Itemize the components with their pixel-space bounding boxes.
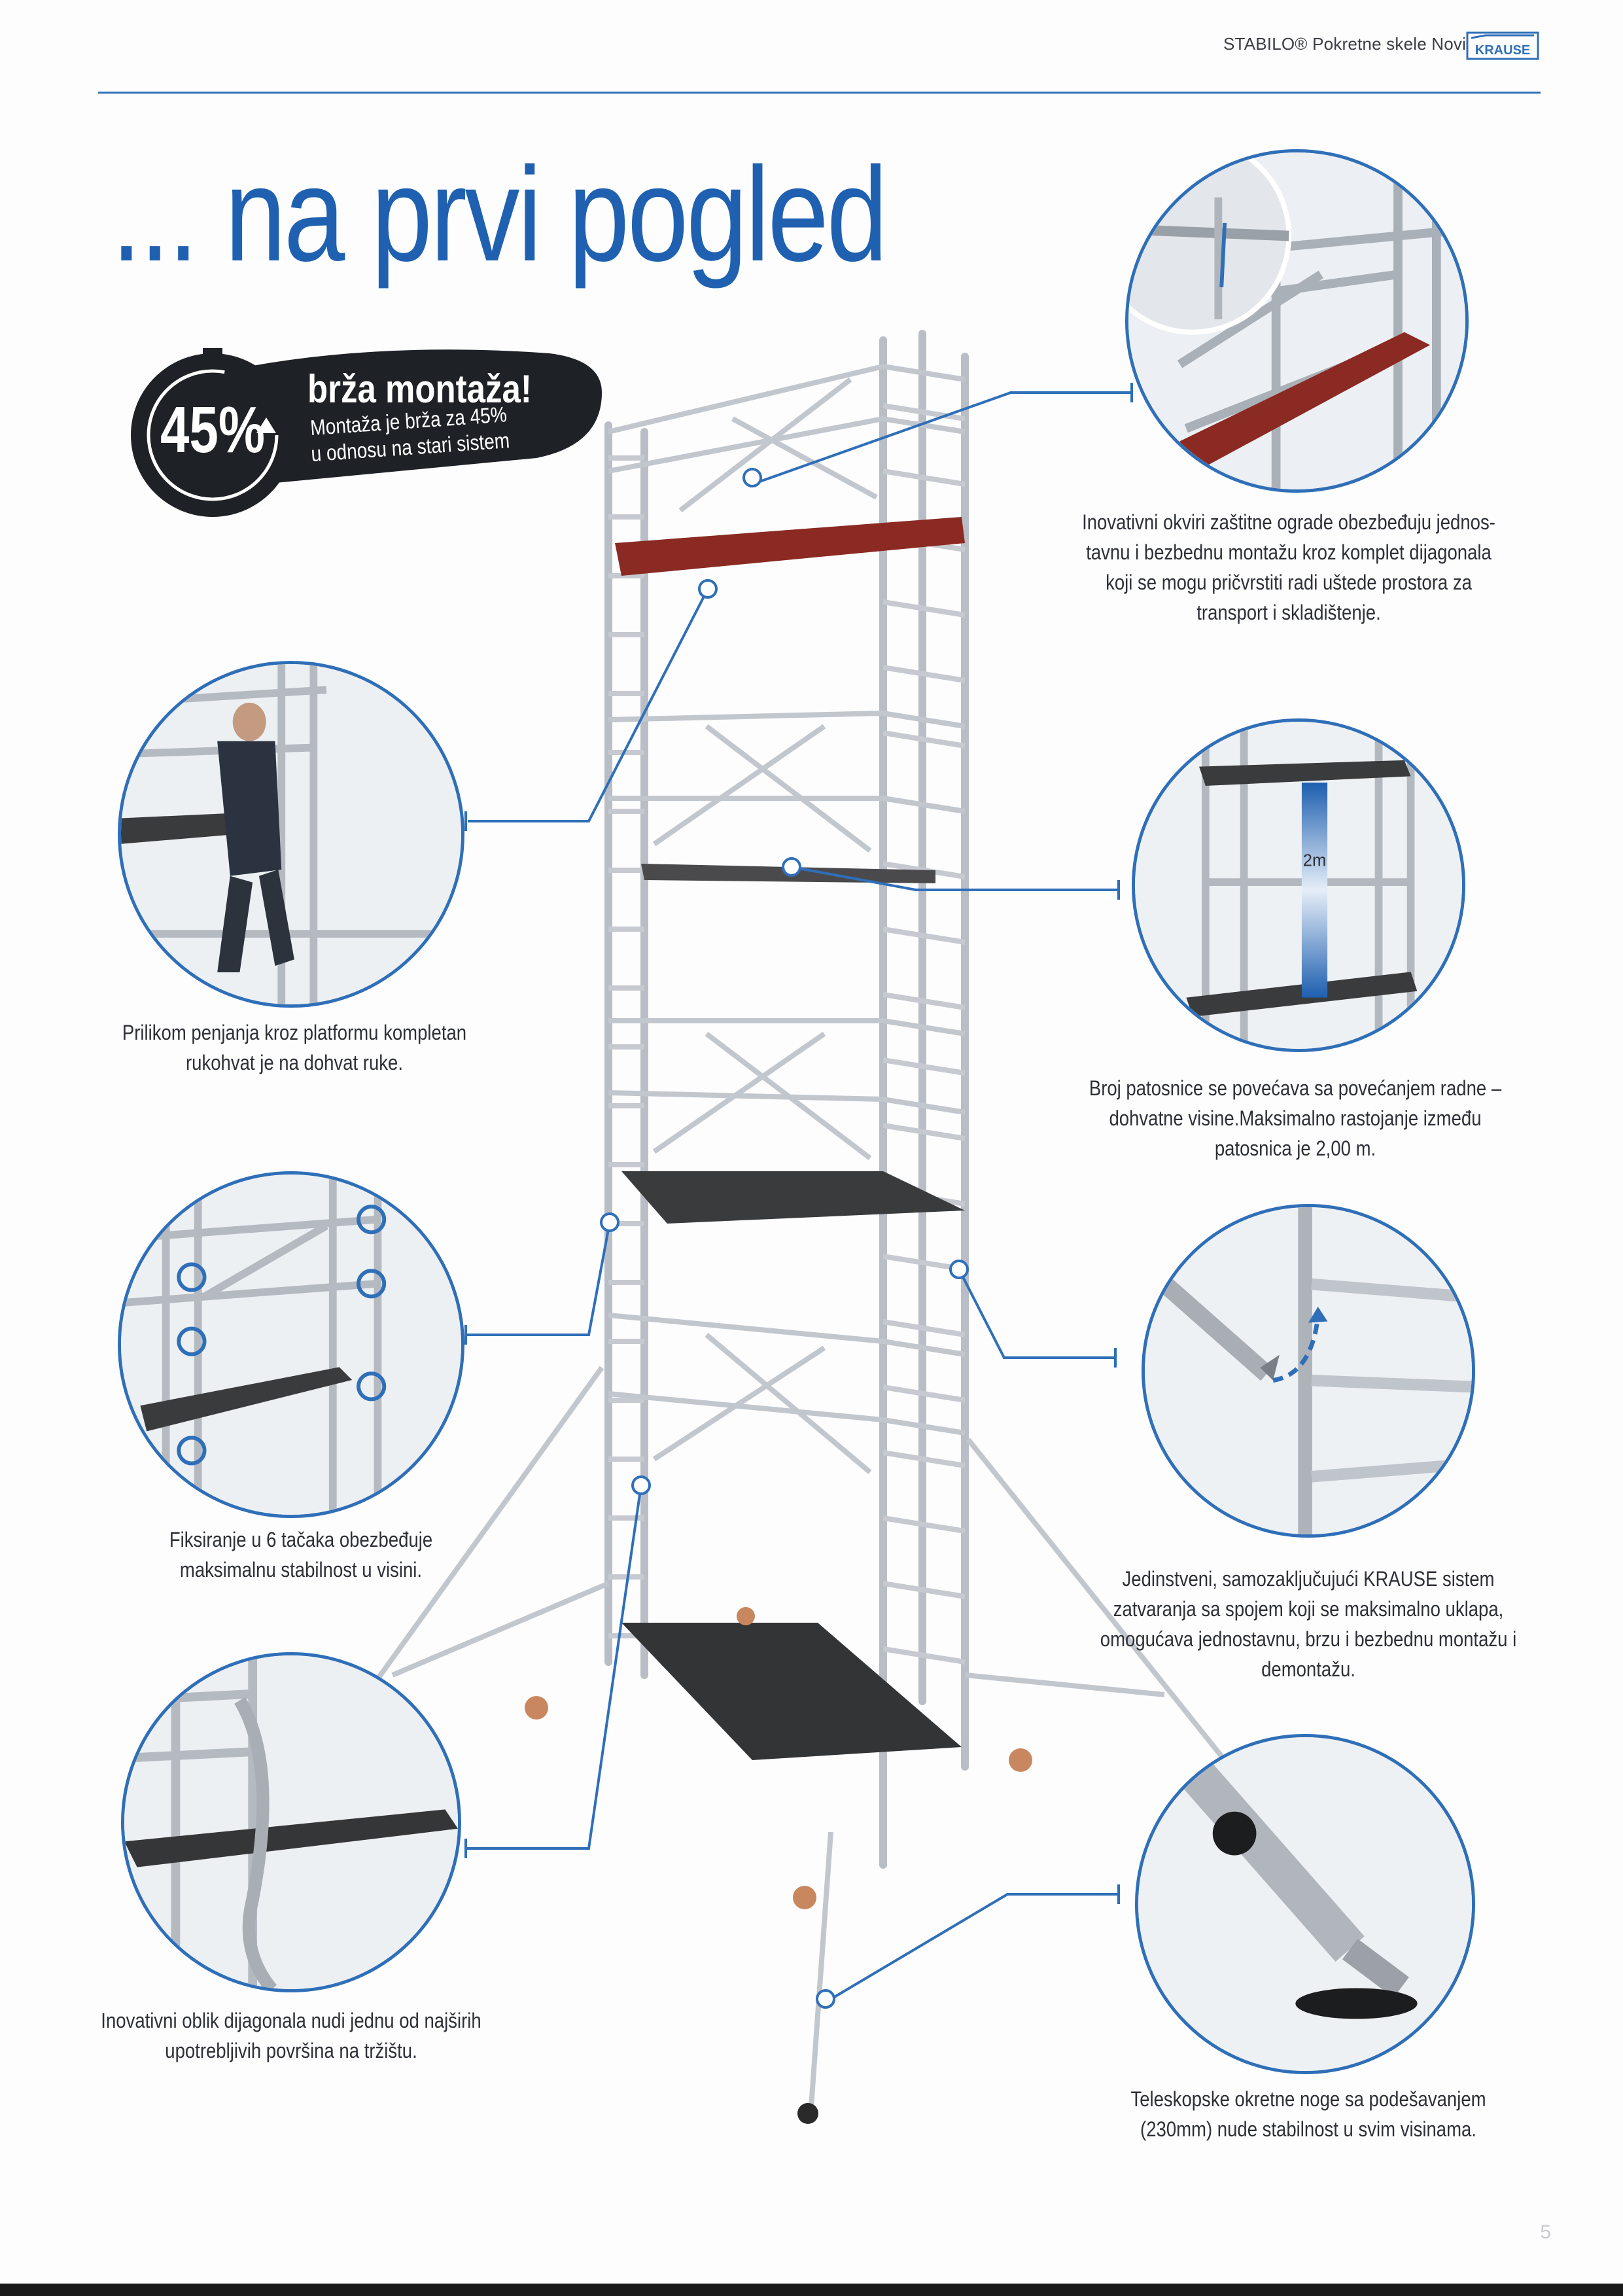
handrail-caption: Prilikom penjanja kroz platformu komplet…: [122, 1021, 467, 1074]
promo-headline: brža montaža!: [307, 367, 532, 411]
header-divider: [98, 92, 1541, 94]
scan-edge: [0, 2284, 1623, 2296]
spacing-label: 2m: [1303, 852, 1326, 870]
platform-spacing-caption: Broj patosnice se povećava sa povećanjem…: [1089, 1076, 1502, 1160]
six-points-caption: Fiksiranje u 6 tačaka obezbeđuje maksima…: [169, 1528, 433, 1581]
diagonals-caption: Inovativni oblik dijagonala nudi jednu o…: [101, 2009, 481, 2062]
platform-spacing-photo: 2m: [1132, 718, 1465, 1052]
telescopic-legs-photo: [1135, 1734, 1475, 2074]
six-points-photo: [118, 1171, 464, 1518]
guardrail-frames-photo: [1125, 149, 1469, 493]
telescopic-legs-caption: Teleskopske okretne noge sa podešavanjem…: [1130, 2087, 1486, 2141]
logo-text: KRAUSE: [1475, 43, 1530, 58]
self-locking-photo: [1142, 1204, 1475, 1538]
handrail-photo: [118, 661, 464, 1008]
page-number: 5: [1540, 2221, 1551, 2243]
promo-badge: [131, 348, 602, 517]
diagonals-photo: [121, 1652, 461, 1992]
promo-percent: 45%: [160, 393, 266, 467]
krause-logo: KRAUSE: [1466, 31, 1539, 60]
self-locking-caption: Jedinstveni, samozaključujući KRAUSE sis…: [1100, 1567, 1517, 1681]
page-title: ... na prvi pogled: [111, 139, 888, 289]
guardrail-frames-caption: Inovativni okviri zaštitne ograde obezbe…: [1082, 510, 1495, 624]
